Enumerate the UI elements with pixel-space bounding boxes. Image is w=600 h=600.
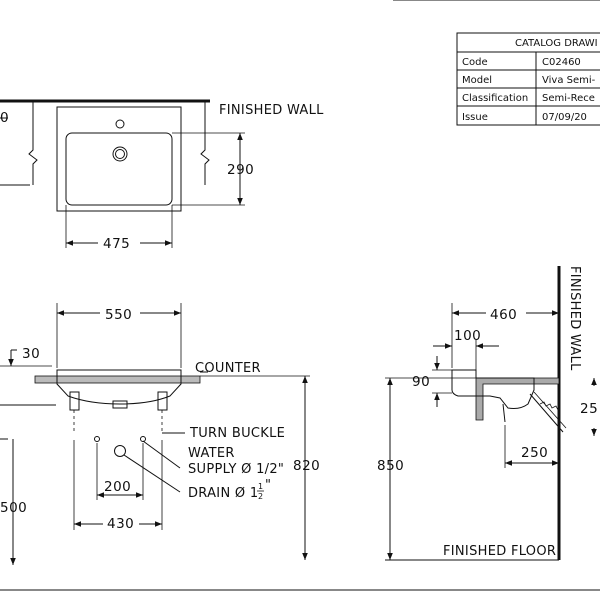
dim-475: 475	[103, 236, 130, 252]
top-view: FINISHED WALL 0 290 475	[0, 99, 324, 252]
basin-outer-top	[56, 106, 182, 212]
catalog-table: CATALOG DRAWI Code C02460 Model Viva Sem…	[456, 32, 600, 126]
finished-wall-side-label: FINISHED WALL	[567, 266, 582, 371]
drain-frac-num: 1	[258, 482, 263, 491]
dim-25-partial: 25	[580, 401, 598, 417]
dim-820: 820	[293, 458, 320, 474]
finished-floor-label: FINISHED FLOOR	[443, 544, 556, 559]
turn-buckle-label: TURN BUCKLE	[189, 426, 285, 441]
catalog-classification-value: Semi-Rece	[542, 93, 595, 104]
support-left	[69, 391, 80, 411]
counter-section	[475, 377, 560, 421]
support-right	[157, 391, 168, 411]
drain-label: DRAIN Ø 1	[188, 486, 258, 501]
tap-hole	[115, 119, 125, 129]
front-view: 550 30 COUNTER TURN BUCKLE WATER SUPPLY …	[0, 303, 320, 565]
dim-460: 460	[490, 307, 517, 323]
drain-front	[114, 445, 126, 457]
catalog-issue-value: 07/09/20	[542, 112, 587, 123]
dim-430: 430	[107, 516, 134, 532]
dim-90: 90	[412, 374, 430, 390]
water-supply-left	[94, 436, 100, 442]
counter-slab	[34, 375, 201, 384]
dim-200: 200	[104, 479, 131, 495]
dim-290: 290	[227, 162, 254, 178]
dim-850: 850	[377, 458, 404, 474]
drain-outer	[112, 146, 128, 162]
dim-100: 100	[454, 328, 481, 344]
counter-label: COUNTER	[195, 361, 261, 376]
basin-front	[56, 369, 182, 405]
catalog-issue-label: Issue	[462, 112, 488, 123]
finished-wall-top-label: FINISHED WALL	[219, 103, 324, 118]
drain-inner	[115, 149, 125, 159]
catalog-header: CATALOG DRAWI	[515, 38, 598, 49]
basin-side	[451, 369, 535, 409]
catalog-model-label: Model	[462, 75, 492, 86]
water-supply-label-2: SUPPLY Ø 1/2"	[188, 462, 284, 477]
turn-buckle-side	[529, 393, 564, 433]
dim-250: 250	[521, 445, 548, 461]
catalog-model-value: Viva Semi-	[542, 75, 596, 86]
side-view: FINISHED WALL 460 100 90 25 2	[377, 266, 598, 561]
catalog-classification-label: Classification	[462, 93, 528, 104]
water-supply-label-1: WATER	[188, 446, 235, 461]
dim-30: 30	[22, 346, 40, 362]
dim-500-partial: 500	[0, 500, 27, 516]
dim-550: 550	[105, 307, 132, 323]
drain-suffix: "	[265, 478, 271, 493]
water-supply-right	[140, 436, 146, 442]
catalog-code-value: C02460	[542, 57, 581, 68]
dim-top-left-partial: 0	[0, 110, 9, 126]
catalog-code-label: Code	[462, 57, 488, 68]
basin-inner-top	[65, 132, 173, 206]
drain-frac-den: 2	[258, 492, 263, 501]
